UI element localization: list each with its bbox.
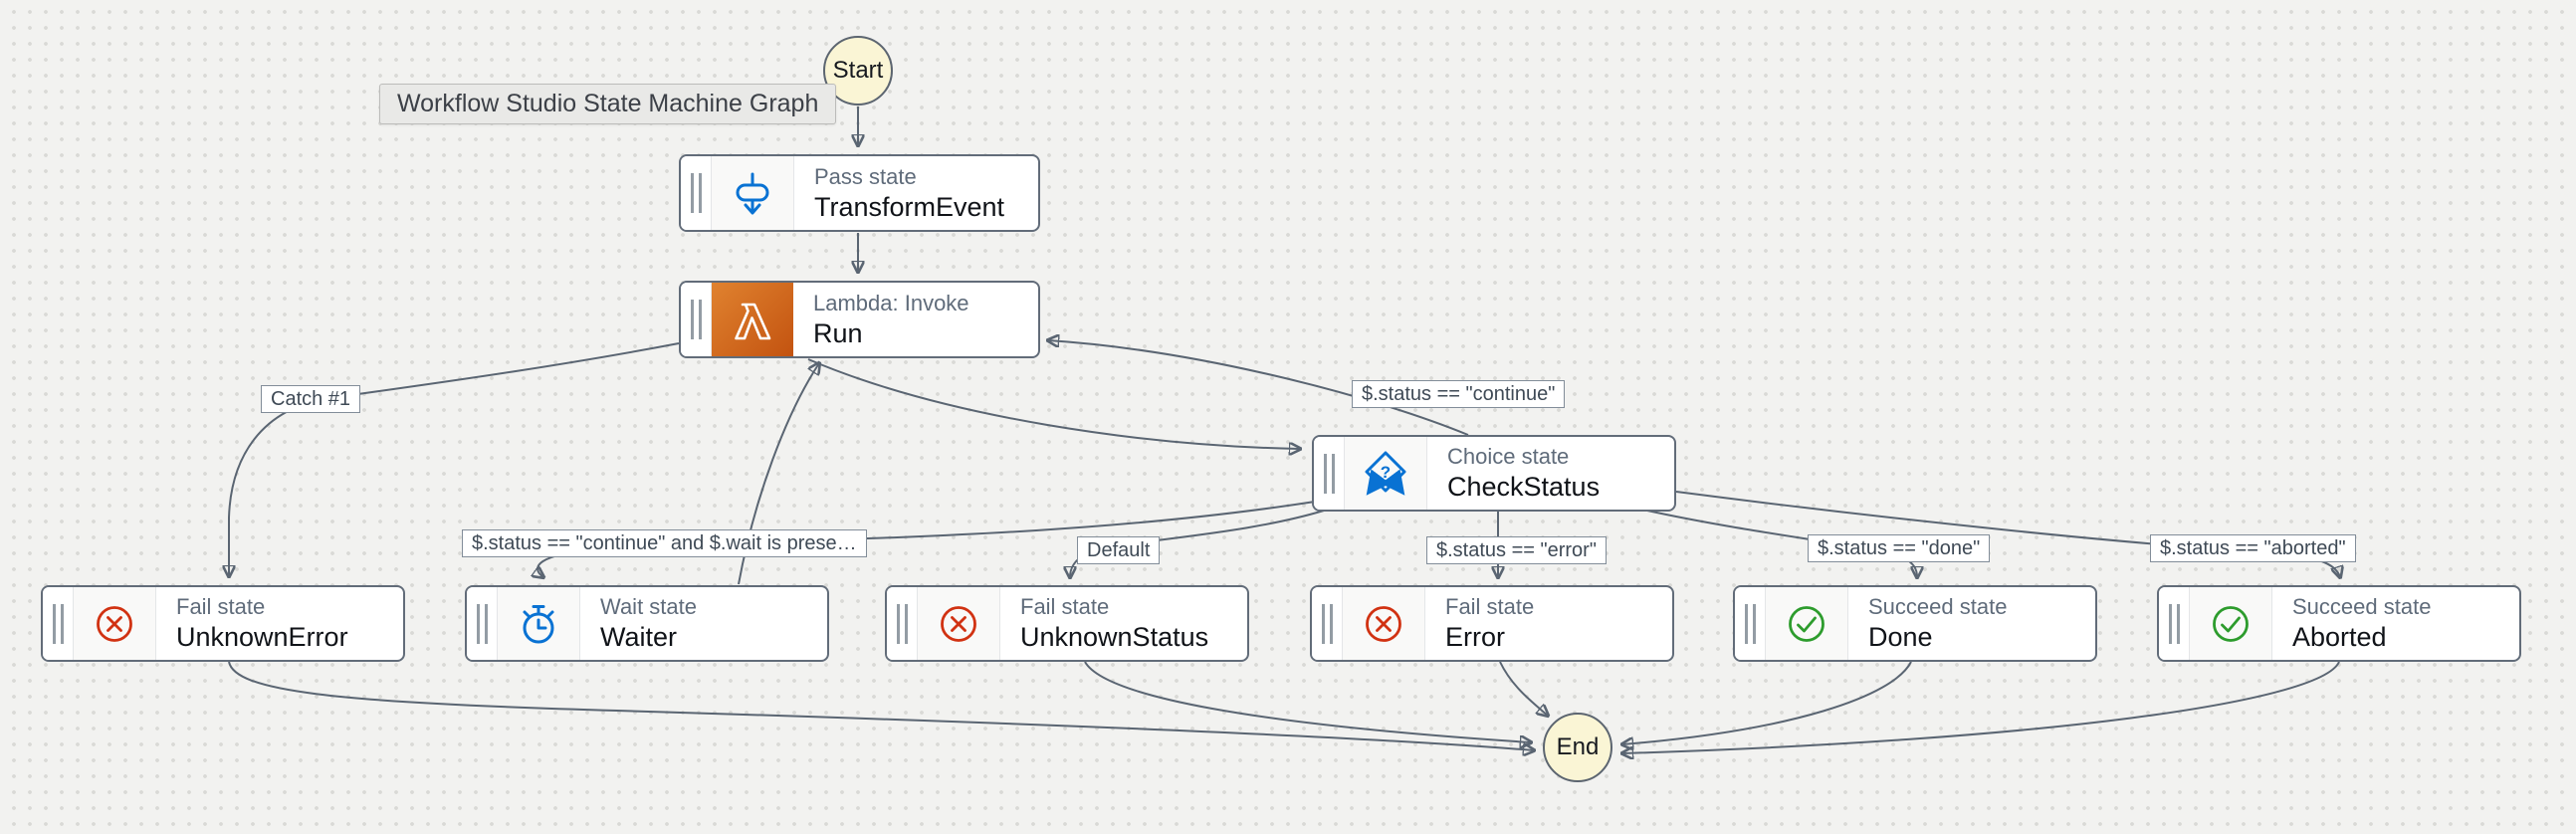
drag-handle[interactable]: [681, 283, 712, 356]
state-type-label: Fail state: [1020, 594, 1110, 619]
start-node-label: Start: [832, 57, 884, 84]
wait-icon: [523, 604, 554, 643]
succeed-icon: [2213, 605, 2249, 642]
pass-icon: [736, 172, 769, 215]
state-node-checkstatus[interactable]: ? Choice state CheckStatus: [1312, 435, 1676, 512]
drag-handle[interactable]: [1314, 437, 1345, 510]
edge-error-end: [1499, 661, 1548, 716]
state-type-label: Choice state: [1447, 444, 1570, 469]
state-icon-cell: [918, 587, 1000, 660]
state-name: UnknownError: [176, 622, 348, 652]
state-node-done[interactable]: Succeed state Done: [1733, 585, 2097, 662]
state-node-error[interactable]: Fail state Error: [1310, 585, 1674, 662]
edge-done-end: [1622, 661, 1912, 744]
state-text: Lambda: Invoke Run: [793, 283, 1038, 356]
state-text: Succeed state Done: [1848, 587, 2095, 660]
state-node-run[interactable]: Lambda: Invoke Run: [679, 281, 1040, 358]
svg-text:?: ?: [1381, 463, 1391, 482]
drag-handle[interactable]: [681, 156, 712, 230]
state-text: Fail state Error: [1425, 587, 1672, 660]
drag-handle[interactable]: [467, 587, 498, 660]
edge-label-default: Default: [1077, 536, 1161, 564]
state-name: Run: [813, 317, 863, 348]
state-type-label: Succeed state: [2292, 594, 2432, 619]
edge-checkstatus-run: [1048, 340, 1469, 436]
state-name: Done: [1868, 622, 1933, 652]
state-node-unknownstatus[interactable]: Fail state UnknownStatus: [885, 585, 1249, 662]
fail-icon: [1366, 605, 1401, 642]
fail-icon: [941, 605, 976, 642]
choice-icon: ?: [1365, 451, 1406, 496]
state-type-label: Fail state: [176, 594, 266, 619]
state-icon-cell: [1766, 587, 1848, 660]
state-type-label: Wait state: [600, 594, 697, 619]
state-text: Pass state TransformEvent: [794, 156, 1038, 230]
state-type-label: Fail state: [1445, 594, 1535, 619]
drag-handle[interactable]: [887, 587, 918, 660]
state-node-transformevent[interactable]: Pass state TransformEvent: [679, 154, 1040, 232]
state-name: Aborted: [2292, 622, 2387, 652]
state-icon-cell: ?: [1345, 437, 1427, 510]
edge-label-error: $.status == "error": [1426, 536, 1607, 564]
edge-label-catch-1: Catch #1: [261, 385, 361, 413]
fail-icon: [97, 605, 132, 642]
state-text: Fail state UnknownError: [156, 587, 403, 660]
edge-unknownstatus-end: [1084, 661, 1531, 742]
edge-label-done: $.status == "done": [1808, 534, 1991, 562]
edge-label-continue-wait: $.status == "continue" and $.wait is pre…: [462, 529, 867, 557]
state-text: Fail state UnknownStatus: [1000, 587, 1247, 660]
state-type-label: Lambda: Invoke: [813, 290, 969, 315]
canvas-tooltip: Workflow Studio State Machine Graph: [379, 84, 837, 124]
end-node: End: [1543, 713, 1612, 782]
state-name: TransformEvent: [814, 191, 1005, 222]
drag-handle[interactable]: [1735, 587, 1766, 660]
drag-handle[interactable]: [1312, 587, 1343, 660]
edge-aborted-end: [1622, 661, 2340, 753]
state-node-waiter[interactable]: Wait state Waiter: [465, 585, 829, 662]
state-name: Waiter: [600, 622, 678, 652]
canvas-tooltip-text: Workflow Studio State Machine Graph: [397, 90, 819, 117]
state-icon-cell: [712, 156, 794, 230]
state-node-aborted[interactable]: Succeed state Aborted: [2157, 585, 2521, 662]
state-text: Wait state Waiter: [580, 587, 827, 660]
state-name: CheckStatus: [1447, 472, 1601, 502]
succeed-icon: [1789, 605, 1825, 642]
drag-handle[interactable]: [2159, 587, 2190, 660]
state-icon-cell: [74, 587, 156, 660]
state-text: Succeed state Aborted: [2272, 587, 2519, 660]
edge-label-aborted: $.status == "aborted": [2150, 534, 2356, 562]
edge-label-continue: $.status == "continue": [1352, 380, 1566, 408]
state-icon-cell: [712, 283, 793, 356]
state-node-unknownerror[interactable]: Fail state UnknownError: [41, 585, 405, 662]
state-name: UnknownStatus: [1020, 622, 1209, 652]
state-text: Choice state CheckStatus: [1427, 437, 1674, 510]
state-icon-cell: [498, 587, 580, 660]
state-type-label: Succeed state: [1868, 594, 2008, 619]
edge-unknownerror-end: [228, 661, 1534, 750]
edge-run-checkstatus: [807, 358, 1300, 449]
state-name: Error: [1445, 622, 1505, 652]
drag-handle[interactable]: [43, 587, 74, 660]
state-type-label: Pass state: [814, 163, 917, 189]
end-node-label: End: [1556, 733, 1600, 760]
lambda-icon: [735, 303, 771, 340]
state-icon-cell: [2190, 587, 2272, 660]
state-icon-cell: [1343, 587, 1425, 660]
